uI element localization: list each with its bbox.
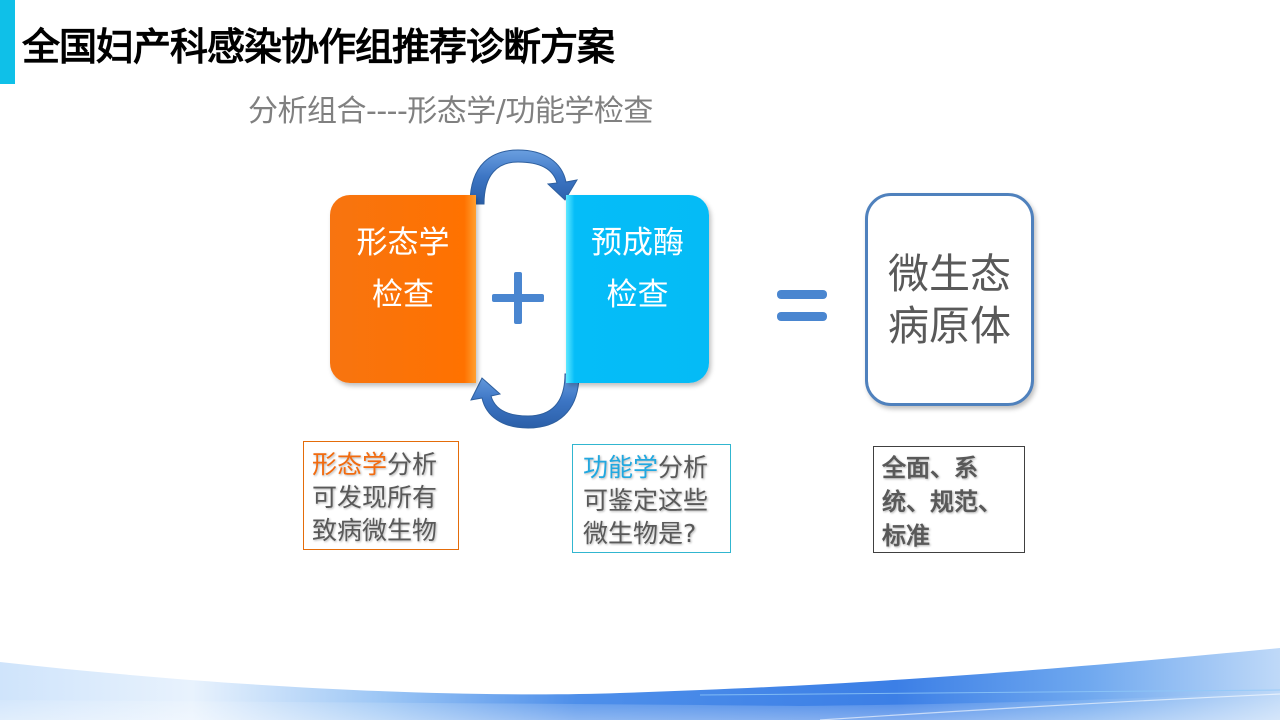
morphology-note-line3: 致病微生物: [312, 516, 438, 545]
function-note-highlight: 功能学: [583, 453, 659, 482]
title-accent-bar: [0, 0, 15, 84]
function-note-line1: 分析: [658, 453, 709, 482]
bottom-wave-decoration: [0, 648, 1280, 720]
function-note: 功能学分析 可鉴定这些 微生物是?: [572, 444, 731, 553]
slide-title: 全国妇产科感染协作组推荐诊断方案: [22, 25, 615, 69]
function-note-line2: 可鉴定这些: [583, 486, 709, 515]
cycle-arrow-bottom-icon: [470, 373, 580, 429]
morphology-box-line1: 形态学: [356, 225, 450, 261]
standard-note-line2: 统、规范、: [882, 488, 1002, 516]
morphology-exam-box: 形态学 检查: [330, 195, 476, 383]
standard-note-line1: 全面、系: [882, 454, 978, 482]
preformed-enzyme-exam-box: 预成酶 检查: [566, 195, 709, 383]
plus-icon: [492, 272, 544, 324]
standard-note: 全面、系 统、规范、 标准: [873, 446, 1025, 553]
morphology-note: 形态学分析 可发现所有 致病微生物: [303, 441, 459, 550]
morphology-box-line2: 检查: [372, 277, 434, 313]
result-box-line1: 微生态: [888, 249, 1011, 298]
enzyme-box-line2: 检查: [606, 277, 669, 313]
standard-note-line3: 标准: [882, 522, 930, 550]
morphology-note-line2: 可发现所有: [312, 483, 438, 512]
result-box-line2: 病原体: [888, 301, 1011, 350]
morphology-note-line1: 分析: [387, 450, 438, 479]
slide-subtitle: 分析组合----形态学/功能学检查: [248, 94, 653, 129]
cycle-arrow-top-icon: [469, 149, 578, 205]
function-note-line3: 微生物是?: [583, 519, 697, 548]
morphology-note-highlight: 形态学: [312, 450, 388, 479]
result-microecology-pathogen-box: 微生态 病原体: [865, 193, 1034, 406]
equals-icon: [777, 290, 827, 324]
enzyme-box-line1: 预成酶: [591, 225, 684, 261]
